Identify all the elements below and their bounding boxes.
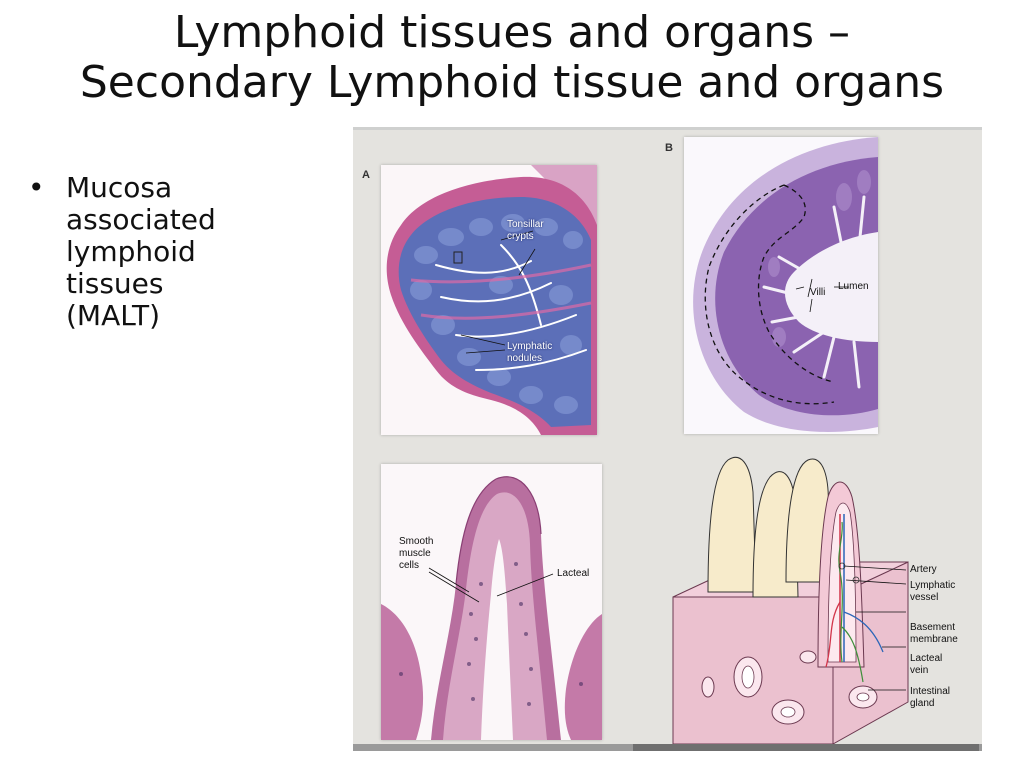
figure-scrollbar-thumb xyxy=(633,744,979,751)
label-villi: Villi xyxy=(810,287,826,298)
intestine-cross-section-image xyxy=(684,137,878,434)
bullet-text-line: Mucosa xyxy=(66,171,173,204)
villus-image xyxy=(381,464,602,740)
slide-title: Lymphoid tissues and organs – Secondary … xyxy=(0,8,1024,108)
panel-b-letter: B xyxy=(665,142,673,154)
label-lacteal: Lacteal xyxy=(557,568,590,579)
panel-a-tonsil-micrograph: Tonsillar crypts Lymphatic nodules xyxy=(381,165,597,435)
label-lacteal-vein: Lacteal vein xyxy=(910,653,943,676)
bullet-list: • Mucosa associated lymphoid tissues (MA… xyxy=(28,172,328,332)
bullet-marker: • xyxy=(28,171,45,204)
panel-b-intestine-micrograph: Villi Lumen xyxy=(684,137,878,434)
panel-c-villus-micrograph: Smooth muscle cells Lacteal xyxy=(381,464,602,740)
label-basement-membrane: Basement membrane xyxy=(910,622,958,645)
panel-d-villus-diagram: Artery Lymphatic vessel Basement membran… xyxy=(668,452,978,745)
bullet-text-line: associated xyxy=(66,203,216,236)
label-artery: Artery xyxy=(910,564,937,575)
label-lymphatic-vessel: Lymphatic vessel xyxy=(910,580,956,603)
bullet-text-line: (MALT) xyxy=(66,299,161,332)
title-line-1: Lymphoid tissues and organs – xyxy=(173,7,851,58)
bullet-item-malt: • Mucosa associated lymphoid tissues (MA… xyxy=(28,172,328,332)
label-tonsillar-crypts: Tonsillar crypts xyxy=(507,219,544,242)
title-line-2: Secondary Lymphoid tissue and organs xyxy=(79,57,945,108)
villus-diagram-image xyxy=(672,456,909,745)
tonsil-image xyxy=(381,165,597,435)
histology-figure: A xyxy=(353,127,982,751)
label-lymphatic-nodules: Lymphatic nodules xyxy=(507,341,553,364)
label-lumen: Lumen xyxy=(838,281,869,292)
bullet-text: Mucosa associated lymphoid tissues (MALT… xyxy=(66,172,216,332)
figure-top-border xyxy=(353,127,982,130)
bullet-text-line: lymphoid xyxy=(66,235,196,268)
label-intestinal-gland: Intestinal gland xyxy=(910,686,951,709)
label-smooth-muscle-cells: Smooth muscle cells xyxy=(399,536,434,571)
panel-a-letter: A xyxy=(362,169,370,181)
bullet-text-line: tissues xyxy=(66,267,164,300)
